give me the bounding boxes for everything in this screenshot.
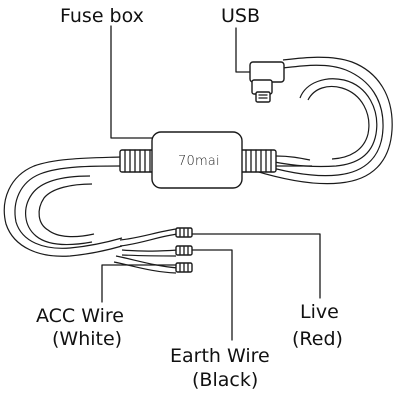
acc-wire-color-label: (White)	[52, 328, 122, 350]
earth-wire-color-label: (Black)	[192, 369, 258, 391]
usb-connector	[249, 61, 285, 103]
module-brand-text: 70mai	[178, 154, 220, 169]
strain-relief-right	[239, 149, 277, 173]
leader-lines	[101, 25, 321, 341]
converter-module: 70mai	[151, 131, 243, 189]
usb-label: USB	[221, 5, 260, 27]
live-label: Live	[300, 301, 339, 323]
earth-wire-label: Earth Wire	[170, 345, 270, 367]
left-cable	[3, 156, 123, 257]
wire-ferrules	[175, 227, 193, 273]
module-right-cable	[275, 155, 312, 167]
live-color-label: (Red)	[292, 328, 343, 350]
acc-wire-label: ACC Wire	[36, 305, 124, 327]
split-wires	[113, 228, 179, 274]
strain-relief-left	[119, 149, 155, 173]
fuse-box-label: Fuse box	[60, 5, 144, 27]
